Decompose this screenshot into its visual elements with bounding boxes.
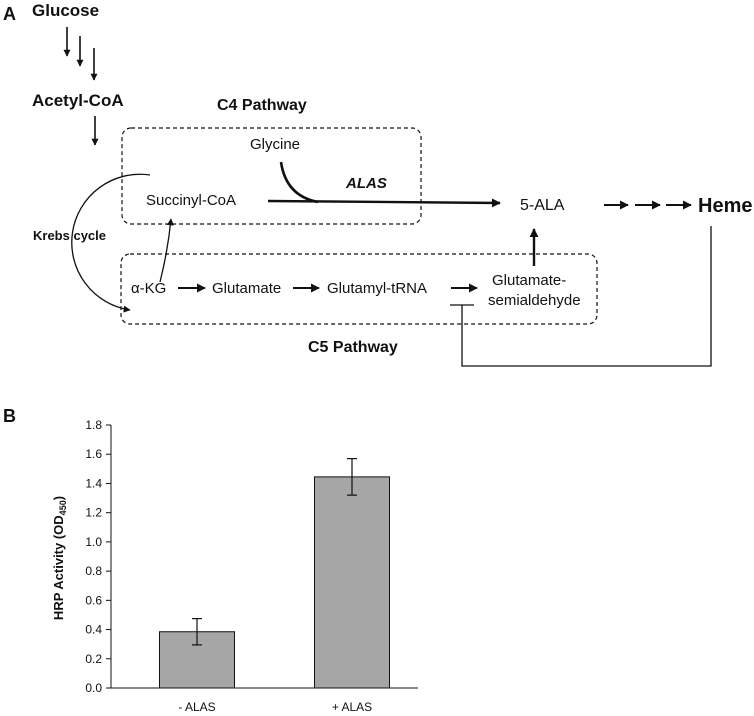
- y-axis-title-main: HRP Activity (OD: [51, 515, 66, 620]
- glutamate-label: Glutamate: [212, 280, 281, 297]
- panel-a: A Glucose Acetyl-CoA C4 Pathway Glycine …: [3, 1, 752, 367]
- y-tick-label: 1.4: [85, 476, 102, 490]
- panel-b-label: B: [3, 406, 16, 426]
- heme-feedback-line: [461, 226, 712, 367]
- glycine-join-curve: [279, 161, 319, 204]
- alpha-kg-label: α-KG: [131, 280, 166, 297]
- succinyl-coa-label: Succinyl-CoA: [146, 192, 236, 209]
- chart-y-axis-title: HRP Activity (OD450): [51, 496, 68, 620]
- glutamyl-trna-label: Glutamyl-tRNA: [327, 280, 427, 297]
- c4-main-arrow: [267, 198, 501, 208]
- y-axis-title-subscript: 450: [58, 500, 68, 515]
- y-tick-label: 1.8: [85, 418, 102, 432]
- krebs-cycle-label: Krebs cycle: [33, 228, 106, 243]
- bar: [314, 476, 390, 689]
- krebs-cycle-arc: [71, 173, 151, 313]
- y-tick-label: 1.2: [85, 506, 102, 520]
- acetyl-coa-label: Acetyl-CoA: [32, 91, 124, 110]
- panel-a-label: A: [3, 4, 16, 24]
- y-tick-label: 0.2: [85, 652, 102, 666]
- glutamate-semialdehyde-line2: semialdehyde: [488, 292, 581, 309]
- x-tick-label: + ALAS: [332, 700, 372, 714]
- glycine-label: Glycine: [250, 136, 300, 153]
- c4-pathway-title: C4 Pathway: [217, 97, 307, 114]
- y-tick-label: 0.0: [85, 681, 102, 695]
- y-tick-label: 0.8: [85, 564, 102, 578]
- y-axis-title-end: ): [51, 496, 66, 500]
- akg-to-succinyl-arrow: [159, 218, 174, 283]
- y-tick-label: 1.6: [85, 447, 102, 461]
- c5-pathway-title: C5 Pathway: [308, 339, 398, 356]
- glucose-label: Glucose: [32, 1, 99, 20]
- bar-chart: 0.0 0.2 0.4 0.6 0.8 1.0 1.2 1.4 1.6 1.8 - ALAS + AL…: [85, 418, 418, 714]
- glutamate-semialdehyde-line1: Glutamate-: [492, 272, 566, 289]
- alas-enzyme-label: ALAS: [345, 175, 387, 192]
- heme-label: Heme: [698, 195, 752, 217]
- y-tick-label: 1.0: [85, 535, 102, 549]
- panel-b: B HRP Activity (OD450) 0.0 0.2 0.4 0.6 0.8 1.…: [3, 406, 418, 714]
- x-tick-label: - ALAS: [178, 700, 215, 714]
- y-tick-label: 0.4: [85, 623, 102, 637]
- c5-pathway-box: [120, 253, 598, 325]
- five-ala-label: 5-ALA: [520, 197, 565, 214]
- y-tick-label: 0.6: [85, 593, 102, 607]
